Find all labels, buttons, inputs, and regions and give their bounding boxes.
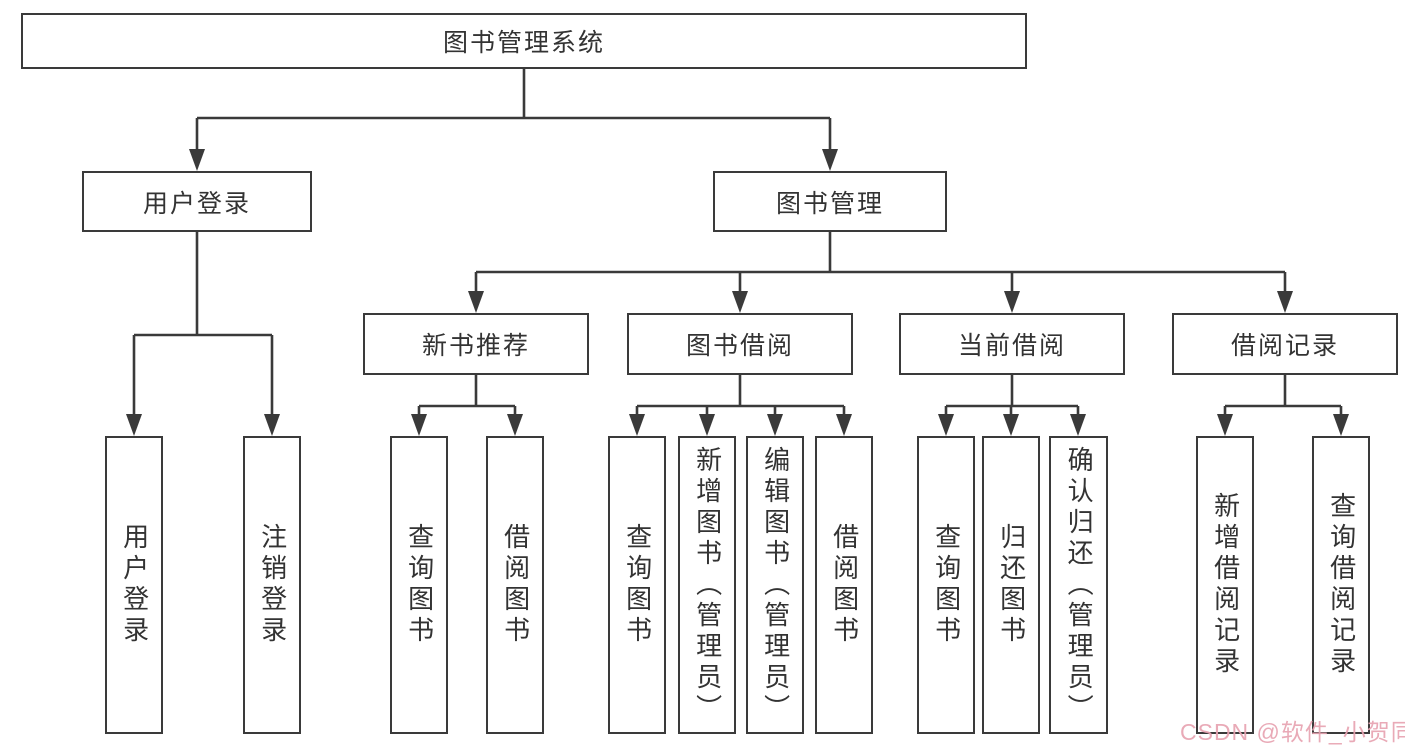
leaf-bb-query-books: 查询图书 (608, 436, 666, 734)
leaf-bb-add-books: 新增图书（管理员） (678, 436, 736, 734)
leaf-cb-return-books: 归还图书 (982, 436, 1040, 734)
connector-borrow-record (1223, 375, 1343, 416)
csdn-watermark: CSDN @软件_小贺同学 (1180, 719, 1405, 745)
node-book-borrow: 图书借阅 (627, 313, 853, 375)
node-book-mgmt: 图书管理 (713, 171, 947, 232)
arrowheads-current-borrow (938, 414, 1086, 436)
arrowheads-root (189, 149, 838, 171)
leaf-cb-query-books: 查询图书 (917, 436, 975, 734)
leaf-rec-query-books: 查询图书 (390, 436, 448, 734)
leaf-bb-edit-books: 编辑图书（管理员） (746, 436, 804, 734)
arrowheads-user-login (126, 414, 280, 436)
connector-root (195, 69, 832, 151)
leaf-cb-confirm-return: 确认归还（管理员） (1049, 436, 1108, 734)
arrowheads-borrow-record (1217, 414, 1349, 436)
connector-new-book-rec (417, 375, 517, 416)
leaf-rec-borrow-books: 借阅图书 (486, 436, 544, 734)
leaf-bb-borrow-books: 借阅图书 (815, 436, 873, 734)
leaf-logout: 注销登录 (243, 436, 301, 734)
node-current-borrow: 当前借阅 (899, 313, 1125, 375)
leaf-br-add-record: 新增借阅记录 (1196, 436, 1254, 734)
connector-user-login (132, 232, 274, 416)
leaf-user-login: 用户登录 (105, 436, 163, 734)
arrowheads-book-borrow (629, 414, 852, 436)
node-new-book-rec: 新书推荐 (363, 313, 589, 375)
arrowheads-book-mgmt (468, 291, 1293, 313)
node-root: 图书管理系统 (21, 13, 1027, 69)
leaf-br-query-record: 查询借阅记录 (1312, 436, 1370, 734)
connector-current-borrow (944, 375, 1080, 416)
connector-book-mgmt (474, 232, 1287, 293)
node-borrow-record: 借阅记录 (1172, 313, 1398, 375)
connector-book-borrow (635, 375, 846, 416)
node-user-login: 用户登录 (82, 171, 312, 232)
arrowheads-new-book-rec (411, 414, 523, 436)
